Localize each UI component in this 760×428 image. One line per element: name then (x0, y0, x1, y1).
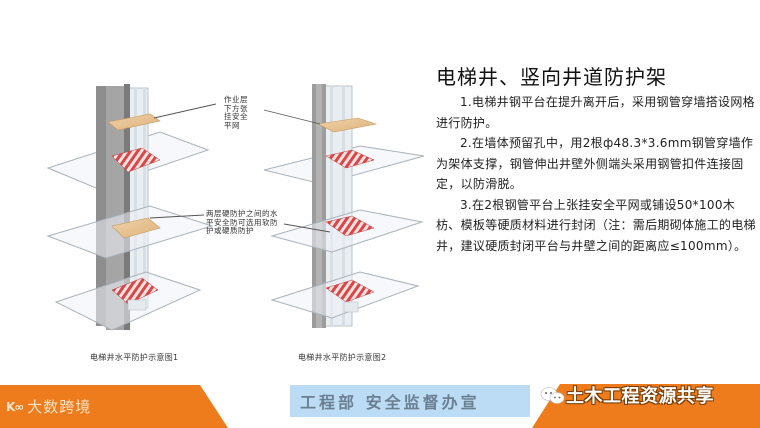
brand-logo: K∞ 大数跨境 (6, 396, 91, 417)
department-label: 工程部 安全监督办宣 (300, 393, 480, 412)
caption-left: 电梯井水平防护示意图1 (90, 353, 179, 362)
diagram-right (263, 84, 425, 328)
slide-title: 电梯井、竖向井道防护架 (436, 65, 667, 89)
footer-left-band: K∞ 大数跨境 (0, 385, 228, 428)
text-panel: 电梯井、竖向井道防护架 1.电梯井钢平台在提升离开后，采用钢管穿墙搭设网格进行防… (436, 64, 756, 256)
footer-right-band (532, 384, 760, 428)
source-label: 土木工程资源共享 (566, 386, 714, 407)
callout-middle-label: 两层硬防护之间的水平安全防可选用软防护或硬质防护 (206, 209, 278, 235)
brand-name: 大数跨境 (27, 398, 92, 416)
department-banner: 工程部 安全监督办宣 (290, 385, 530, 417)
caption-right: 电梯井水平防护示意图2 (298, 353, 387, 362)
paragraph-1: 1.电梯井钢平台在提升离开后，采用钢管穿墙搭设网格进行防护。 (436, 95, 755, 130)
paragraph-2: 2.在墙体预留孔中，用2根ф48.3*3.6mm钢管穿墙作为架体支撑，钢管伸出井… (436, 136, 754, 191)
paragraph-3: 3.在2根钢管平台上张挂安全平网或铺设50*100木枋、模板等硬质材料进行封闭（… (436, 197, 756, 253)
logo-mark-icon: K∞ (6, 399, 24, 414)
callout-top-label: 作业层下方张挂安全平网 (224, 95, 248, 130)
wechat-icon (540, 387, 565, 404)
diagram-left (46, 84, 217, 331)
